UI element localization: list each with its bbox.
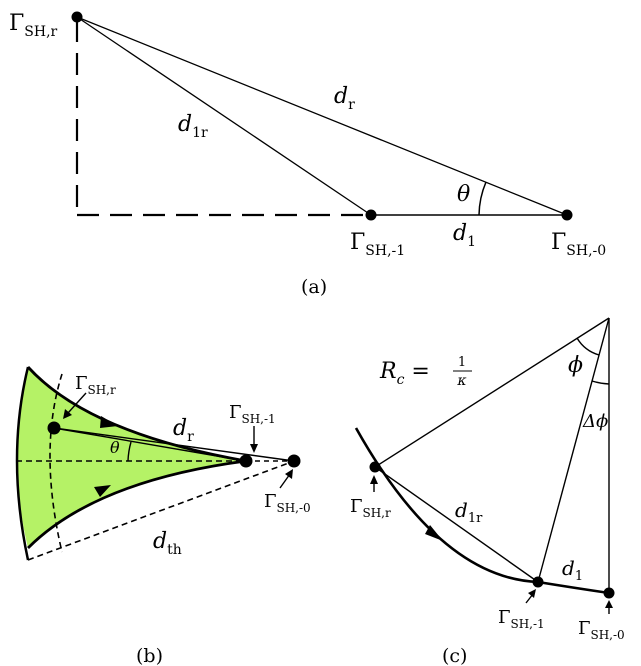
pointer-head-gamma-r-c — [370, 475, 378, 484]
svg-text:Rc=: Rc= — [379, 359, 430, 388]
pointer-head-gamma-m1-c — [528, 589, 536, 598]
phi-arc-c — [576, 337, 600, 356]
label-theta-b: θ — [110, 438, 120, 457]
label-gamma-r-b: ΓSH,r — [75, 373, 116, 397]
label-radius-c: Rc= 1 κ — [379, 355, 472, 389]
pointer-head-gamma-r-b — [63, 409, 72, 419]
label-gamma-m1-b: ΓSH,-1 — [229, 402, 276, 426]
svg-text:1: 1 — [458, 355, 466, 370]
pointer-head-gamma-0-c — [605, 600, 613, 608]
point-gamma-r-b — [47, 421, 61, 435]
pointer-gamma-r-b — [67, 392, 87, 414]
line-dr-a — [76, 16, 568, 216]
point-gamma-0-c — [603, 587, 615, 599]
pointer-head-gamma-m1-b — [250, 444, 258, 453]
label-dr-a: dr — [334, 84, 355, 113]
caption-c: (c) — [442, 645, 467, 666]
arrowhead-lower-b — [94, 485, 111, 497]
point-gamma-m1-c — [532, 576, 544, 588]
label-d1-c: d1 — [562, 556, 583, 584]
label-gamma-m1-c: ΓSH,-1 — [498, 607, 545, 631]
lower-boundary-b — [27, 459, 247, 549]
label-dth-b: dth — [153, 529, 182, 558]
point-gamma-0-b — [287, 454, 301, 468]
label-gamma-m1-a: ΓSH,-1 — [350, 230, 405, 259]
delta-phi-arc-c — [591, 380, 610, 385]
pointer-head-gamma-0-b — [285, 469, 293, 479]
label-gamma-0-c: ΓSH,-0 — [578, 618, 625, 642]
green-region-b — [17, 367, 246, 548]
theta-arc-a — [478, 181, 487, 216]
label-d1r-c: d1r — [455, 498, 483, 526]
dashed-curve-b — [49, 373, 63, 553]
dashed-dth-b — [27, 460, 295, 561]
label-d1r-a: d1r — [178, 112, 208, 141]
point-gamma-r-c — [369, 461, 381, 473]
panel-c: Rc= 1 κ ϕ Δϕ d1r d1 ΓSH,r ΓSH,-1 ΓSH,-0 … — [350, 317, 625, 666]
panel-b: ΓSH,r dr θ ΓSH,-1 ΓSH,-0 dth (b) — [15, 366, 311, 666]
label-gamma-0-b: ΓSH,-0 — [264, 491, 311, 515]
caption-b: (b) — [136, 645, 163, 666]
line-a-m1-b — [53, 427, 247, 462]
caption-a: (a) — [301, 276, 327, 298]
trajectory-curve-end-c — [537, 580, 610, 595]
label-d1-a: d1 — [453, 221, 476, 250]
label-dr-b: dr — [173, 416, 194, 445]
arrowhead-curve-c — [425, 525, 443, 541]
point-gamma-0-a — [561, 209, 573, 221]
chord-d1r-c — [374, 466, 539, 583]
point-gamma-m1-a — [365, 209, 377, 221]
panel-a: ΓSH,r d1r dr θ d1 ΓSH,-1 ΓSH,-0 (a) — [9, 11, 606, 298]
line-d1r-a — [76, 16, 372, 216]
label-gamma-r-a: ΓSH,r — [9, 11, 58, 40]
label-phi-c: ϕ — [568, 353, 583, 378]
point-gamma-m1-b — [239, 454, 253, 468]
trajectory-curve-c — [354, 427, 539, 584]
theta-arc-b — [127, 441, 132, 462]
arrowhead-upper-b — [100, 416, 118, 428]
line-dr-b — [53, 427, 295, 462]
point-gamma-r-a — [71, 11, 83, 23]
radius-to-gamma-m1-c — [537, 317, 610, 583]
svg-text:κ: κ — [456, 373, 466, 389]
label-delta-phi-c: Δϕ — [582, 411, 608, 432]
radius-to-gamma-r-c — [374, 317, 610, 468]
label-theta-a: θ — [457, 182, 470, 207]
label-gamma-0-a: ΓSH,-0 — [551, 230, 606, 259]
label-gamma-r-c: ΓSH,r — [350, 496, 391, 520]
